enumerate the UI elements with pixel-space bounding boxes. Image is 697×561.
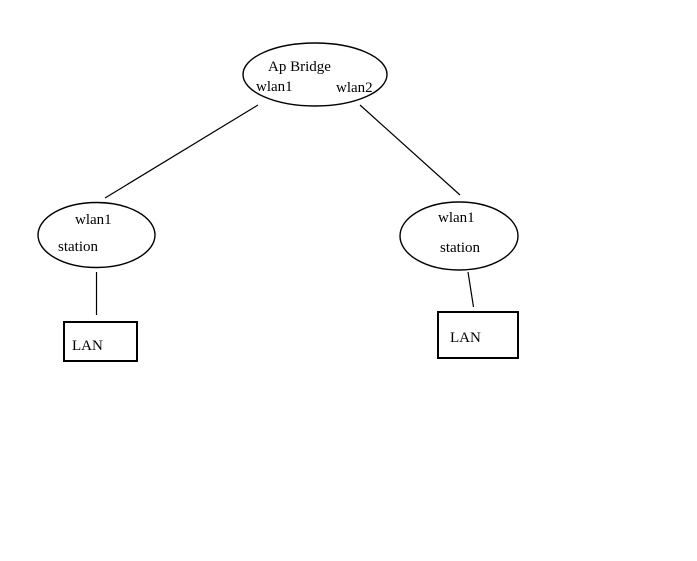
left-station-interface: wlan1 (75, 212, 112, 228)
left-station-ellipse (37, 201, 156, 269)
left-lan-label: LAN (72, 338, 103, 354)
ap-bridge-node: Ap Bridge wlan1 wlan2 (242, 42, 388, 107)
right-station-interface: wlan1 (438, 210, 475, 226)
link-apbridge-to-right-station (359, 104, 461, 196)
right-lan-rect (437, 311, 519, 359)
right-station-mode: station (440, 240, 480, 256)
ap-bridge-title: Ap Bridge (268, 59, 331, 75)
ap-bridge-port-wlan2: wlan2 (336, 80, 373, 96)
link-right-station-to-lan (467, 271, 475, 308)
right-lan-node: LAN (437, 311, 519, 359)
right-lan-label: LAN (450, 330, 481, 346)
left-station-mode: station (58, 239, 98, 255)
left-lan-rect (63, 321, 138, 362)
left-lan-node: LAN (63, 321, 138, 362)
ap-bridge-port-wlan1: wlan1 (256, 79, 293, 95)
right-station-ellipse (399, 201, 519, 271)
right-station-node: wlan1 station (399, 201, 519, 271)
ap-bridge-ellipse (242, 42, 388, 107)
link-apbridge-to-left-station (104, 104, 259, 199)
left-station-node: wlan1 station (37, 201, 156, 269)
